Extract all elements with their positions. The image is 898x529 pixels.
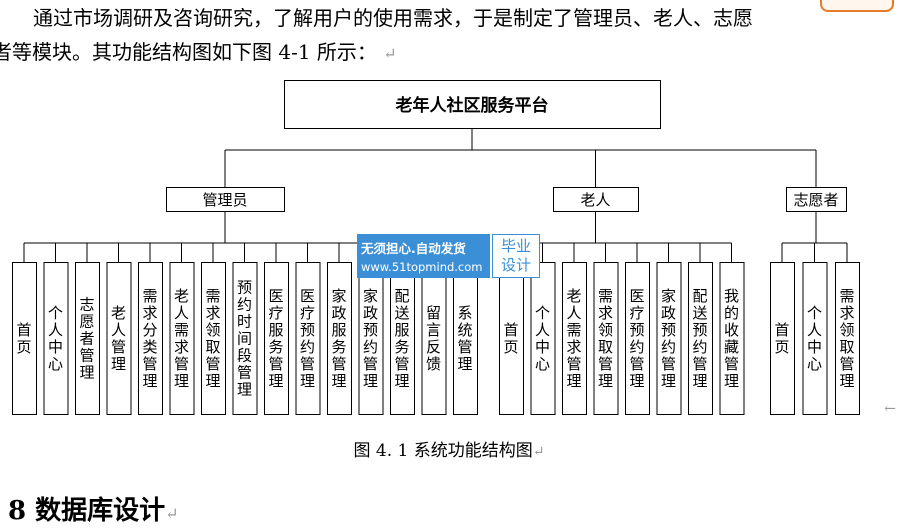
watermark-banner: 无须担心.自动发货 www.51topmind.com 毕业 设计: [357, 234, 540, 278]
module-label: 首页: [774, 321, 789, 356]
module-node: [232, 262, 258, 415]
paragraph-line-2-text: 者等模块。其功能结构图如下图 4-1 所示：: [0, 40, 377, 64]
root-node-label: 老年人社区服务平台: [395, 95, 549, 116]
module-node: [201, 262, 226, 415]
module-node: [453, 262, 478, 415]
module-node: [719, 262, 745, 415]
module-label: 配送预约管理: [692, 287, 707, 390]
module-label: 老人管理: [111, 304, 126, 373]
module-node: [770, 262, 795, 415]
module-label: 家政预约管理: [661, 287, 676, 390]
module-label: 家政服务管理: [331, 287, 346, 390]
module-node: [562, 262, 587, 415]
paragraph-mark: ↵: [383, 44, 397, 63]
module-node: [530, 262, 556, 415]
module-node: [295, 262, 321, 415]
module-node: [390, 262, 415, 415]
module-node: [802, 262, 828, 415]
module-label: 医疗预约管理: [629, 287, 644, 390]
module-node: [327, 262, 352, 415]
module-label: 预约时间段管理: [237, 279, 252, 399]
module-label: 需求分类管理: [142, 287, 157, 390]
caption-paragraph-mark: ↵: [532, 444, 545, 460]
corner-logo-icon: [820, 0, 894, 12]
module-node: [835, 262, 860, 415]
module-node: [688, 262, 713, 415]
module-label: 需求领取管理: [839, 287, 854, 390]
module-label: 家政预约管理: [363, 287, 378, 390]
watermark-left: 无须担心.自动发货 www.51topmind.com: [357, 234, 490, 278]
module-label: 需求领取管理: [205, 287, 220, 390]
module-label: 老人需求管理: [566, 287, 581, 390]
role-node-1: [553, 187, 639, 212]
section-heading-text: 8 数据库设计: [8, 496, 166, 526]
heading-paragraph-mark: ↵: [165, 504, 179, 523]
root-node: [284, 80, 661, 129]
module-label: 系统管理: [457, 304, 472, 373]
module-node: [106, 262, 132, 415]
module-label: 首页: [503, 321, 518, 356]
watermark-line-2: www.51topmind.com: [361, 260, 483, 274]
paragraph-line-1-text: 通过市场调研及咨询研究，了解用户的使用需求，于是制定了管理员、老人、志愿: [33, 6, 753, 30]
role-node-label-0: 管理员: [202, 191, 247, 209]
module-label: 医疗预约管理: [300, 287, 315, 390]
module-node: [12, 262, 37, 415]
watermark-badge-line-1: 毕业: [500, 237, 531, 255]
module-label: 个人中心: [48, 304, 63, 373]
module-label: 配送服务管理: [394, 287, 409, 390]
module-label: 个人中心: [807, 304, 822, 373]
module-label: 留言反馈: [426, 304, 441, 373]
role-node-0: [166, 187, 285, 212]
module-label: 需求领取管理: [598, 287, 613, 390]
watermark-badge: 毕业 设计: [492, 234, 540, 278]
module-label: 医疗服务管理: [268, 287, 283, 390]
role-node-label-1: 老人: [580, 191, 610, 209]
module-node: [625, 262, 650, 415]
module-label: 志愿者管理: [79, 296, 94, 382]
module-label: 老人需求管理: [174, 287, 189, 390]
side-arrow-mark: ←: [884, 401, 896, 417]
module-node: [169, 262, 195, 415]
paragraph-line-1: 通过市场调研及咨询研究，了解用户的使用需求，于是制定了管理员、老人、志愿: [0, 6, 898, 30]
module-node: [138, 262, 163, 415]
module-node: [593, 262, 619, 415]
figure-caption-text: 图 4. 1 系统功能结构图: [353, 441, 533, 461]
module-node: [43, 262, 69, 415]
module-node: [75, 262, 100, 415]
watermark-badge-line-2: 设计: [500, 256, 531, 274]
module-label: 我的收藏管理: [724, 287, 739, 390]
module-label: 个人中心: [535, 304, 550, 373]
module-node: [421, 262, 447, 415]
paragraph-line-2: 者等模块。其功能结构图如下图 4-1 所示： ↵: [0, 40, 898, 66]
role-node-label-2: 志愿者: [793, 191, 838, 209]
module-node: [656, 262, 682, 415]
module-node: [264, 262, 289, 415]
watermark-line-1: 无须担心.自动发货: [361, 241, 466, 256]
module-label: 首页: [16, 321, 31, 356]
figure-caption: 图 4. 1 系统功能结构图↵: [0, 440, 898, 463]
